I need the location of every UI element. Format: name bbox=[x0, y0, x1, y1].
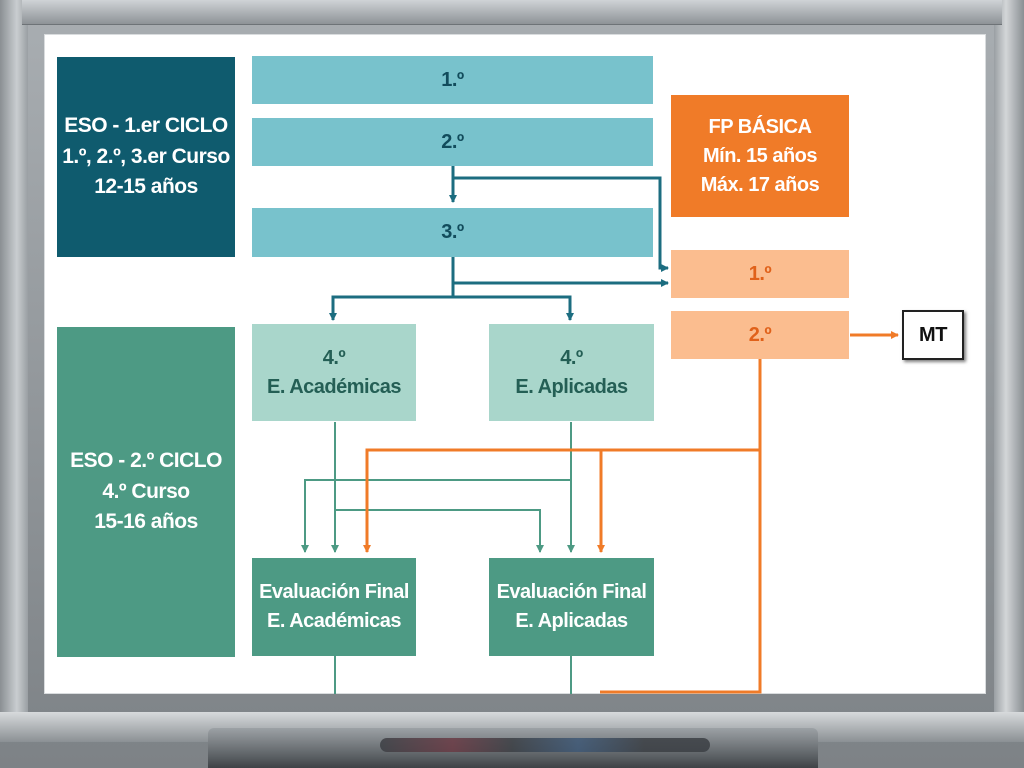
eval-applied-box: Evaluación Final E. Aplicadas bbox=[489, 558, 654, 656]
fourth-academic-number: 4.º bbox=[322, 346, 346, 369]
fourth-academic-label: E. Académicas bbox=[267, 375, 401, 398]
fourth-applied-label: E. Aplicadas bbox=[515, 375, 628, 398]
eval-applied-label: E. Aplicadas bbox=[515, 610, 628, 632]
arrow-3-to-4-academic bbox=[329, 283, 455, 321]
course-1-label: 1.º bbox=[441, 68, 464, 91]
arrow-4ac-to-eval-ap bbox=[335, 509, 544, 553]
course-3-bar: 3.º bbox=[252, 208, 653, 257]
fp-basica-max-age: Máx. 17 años bbox=[700, 173, 820, 196]
course-1-bar: 1.º bbox=[252, 56, 653, 104]
fourth-applied-box: 4.º E. Aplicadas bbox=[489, 324, 654, 421]
eval-academic-label: E. Académicas bbox=[267, 610, 401, 632]
orange-connectors bbox=[363, 331, 899, 694]
eval-academic-title: Evaluación Final bbox=[259, 581, 409, 603]
tray-pens bbox=[380, 738, 710, 752]
eso1-title: ESO - 1.er CICLO bbox=[64, 114, 228, 138]
course-3-label: 3.º bbox=[441, 221, 464, 243]
arrow-2-to-fp1 bbox=[453, 176, 669, 272]
arrow-3-to-4-applied bbox=[453, 295, 574, 321]
eso2-title: ESO - 2.º CICLO bbox=[70, 449, 222, 473]
fourth-academic-box: 4.º E. Académicas bbox=[252, 324, 416, 421]
eso1-courses: 1.º, 2.º, 3.er Curso bbox=[62, 144, 230, 168]
fp-course-2-label: 2.º bbox=[748, 323, 772, 346]
arrow-4ap-to-eval-ac bbox=[301, 479, 571, 553]
fp-basica-title: FP BÁSICA bbox=[708, 115, 812, 138]
eso1-ages: 12-15 años bbox=[94, 175, 198, 199]
fp-course-2-bar: 2.º bbox=[671, 311, 849, 359]
frame-right-edge bbox=[994, 0, 1024, 740]
mt-box: MT bbox=[902, 310, 964, 360]
green-connectors bbox=[301, 422, 575, 694]
arrow-3-to-fp1 bbox=[451, 257, 669, 287]
fp-course-1-bar: 1.º bbox=[671, 250, 849, 298]
course-2-label: 2.º bbox=[441, 130, 464, 153]
frame-top-edge bbox=[22, 0, 1002, 25]
eso-first-cycle-box: ESO - 1.er CICLO 1.º, 2.º, 3.er Curso 12… bbox=[57, 57, 235, 257]
teal-connectors bbox=[329, 166, 669, 321]
mt-label: MT bbox=[919, 323, 947, 346]
eval-academic-box: Evaluación Final E. Académicas bbox=[252, 558, 416, 656]
eso-second-cycle-box: ESO - 2.º CICLO 4.º Curso 15-16 años bbox=[57, 327, 235, 657]
line-fp2-down bbox=[600, 450, 762, 694]
fourth-applied-number: 4.º bbox=[560, 346, 583, 369]
fp-basica-min-age: Mín. 15 años bbox=[702, 144, 818, 167]
frame-left-edge bbox=[0, 0, 28, 740]
eso2-course: 4.º Curso bbox=[102, 479, 190, 503]
arrow-fp2-to-eval-ac bbox=[363, 359, 762, 553]
course-2-bar: 2.º bbox=[252, 118, 653, 166]
eval-applied-title: Evaluación Final bbox=[496, 581, 647, 603]
fp-course-1-label: 1.º bbox=[748, 262, 772, 285]
eso2-ages: 15-16 años bbox=[94, 510, 198, 534]
fp-basica-box: FP BÁSICA Mín. 15 años Máx. 17 años bbox=[671, 95, 849, 217]
